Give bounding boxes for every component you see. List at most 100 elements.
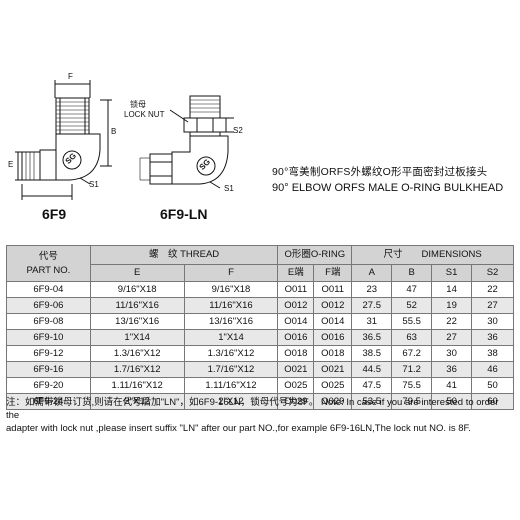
table-cell-of: O012 bbox=[313, 297, 353, 314]
header-oring: O形圈O-RING bbox=[277, 245, 353, 265]
table-cell-oe: O011 bbox=[277, 281, 315, 298]
sg-logo-left bbox=[62, 150, 82, 170]
table-cell-s2: 22 bbox=[471, 281, 514, 298]
locknut-cn-label: 锁母 bbox=[130, 100, 146, 109]
order-note-line-2: adapter with lock nut ,please insert suf… bbox=[6, 423, 471, 434]
table-cell-oe: O029 bbox=[277, 393, 315, 410]
header-thread: 螺 纹 THREAD bbox=[89, 245, 279, 265]
order-note: 注：如需带锁母订货,则请在代号后加"LN"，如6F9-16LN，锁母代号为8F。… bbox=[6, 396, 514, 435]
table-cell-e: 2"X12 bbox=[89, 393, 185, 410]
header-s2: S2 bbox=[471, 264, 514, 282]
header-e-end: E端 bbox=[277, 264, 315, 282]
drawing-label-6f9: 6F9 bbox=[42, 206, 67, 222]
table-cell-part: 6F9-12 bbox=[6, 345, 91, 362]
header-part-no-en: PART NO. bbox=[26, 264, 71, 276]
table-cell-s2: 46 bbox=[471, 361, 514, 378]
title-english: 90° ELBOW ORFS MALE O-RING BULKHEAD bbox=[272, 182, 504, 194]
table-cell-s2: 50 bbox=[471, 377, 514, 394]
table-cell-oe: O014 bbox=[277, 313, 315, 330]
table-cell-part: 6F9-16 bbox=[6, 361, 91, 378]
table-cell-e: 13/16"X16 bbox=[89, 313, 185, 330]
fitting-drawings bbox=[15, 80, 234, 200]
elbow-drawing-6f9-ln bbox=[139, 95, 234, 189]
header-s1: S1 bbox=[431, 264, 473, 282]
dim-e-label: E bbox=[8, 160, 14, 169]
table-cell-of: O018 bbox=[313, 345, 353, 362]
header-dimensions: 尺寸 DIMENSIONS bbox=[351, 245, 514, 265]
table-cell-e: 1.3/16"X12 bbox=[89, 345, 185, 362]
table-cell-oe: O021 bbox=[277, 361, 315, 378]
drawing-label-6f9-ln: 6F9-LN bbox=[160, 206, 208, 222]
table-cell-f: 1.7/16"X12 bbox=[183, 361, 279, 378]
table-cell-b: 63 bbox=[391, 329, 433, 346]
table-cell-part: 6F9-24 bbox=[6, 393, 91, 410]
table-cell-s1: 30 bbox=[431, 345, 473, 362]
table-cell-s1: 22 bbox=[431, 313, 473, 330]
table-cell-s2: 36 bbox=[471, 329, 514, 346]
table-cell-part: 6F9-06 bbox=[6, 297, 91, 314]
dim-s1-left-label: S1 bbox=[89, 180, 99, 189]
table-cell-s1: 27 bbox=[431, 329, 473, 346]
table-cell-of: O021 bbox=[313, 361, 353, 378]
table-cell-of: O016 bbox=[313, 329, 353, 346]
table-cell-part: 6F9-08 bbox=[6, 313, 91, 330]
table-cell-e: 9/16"X18 bbox=[89, 281, 185, 298]
table-header-row-2: E F E端 F端 A B S1 S2 bbox=[7, 264, 514, 282]
table-cell-f: 1.11/16"X12 bbox=[183, 377, 279, 394]
table-cell-s1: 41 bbox=[431, 377, 473, 394]
table-cell-of: O011 bbox=[313, 281, 353, 298]
table-cell-a: 44.5 bbox=[351, 361, 393, 378]
table-cell-part: 6F9-10 bbox=[6, 329, 91, 346]
table-cell-s1: 14 bbox=[431, 281, 473, 298]
table-cell-b: 67.2 bbox=[391, 345, 433, 362]
table-cell-e: 1"X14 bbox=[89, 329, 185, 346]
table-cell-a: 23 bbox=[351, 281, 393, 298]
table-cell-a: 31 bbox=[351, 313, 393, 330]
table-cell-s2: 30 bbox=[471, 313, 514, 330]
table-cell-of: O014 bbox=[313, 313, 353, 330]
table-cell-e: 11/16"X16 bbox=[89, 297, 185, 314]
table-cell-oe: O018 bbox=[277, 345, 315, 362]
table-cell-oe: O016 bbox=[277, 329, 315, 346]
table-cell-b: 52 bbox=[391, 297, 433, 314]
header-f: F bbox=[183, 264, 279, 282]
table-cell-oe: O012 bbox=[277, 297, 315, 314]
table-cell-e: 1.11/16"X12 bbox=[89, 377, 185, 394]
table-cell-part: 6F9-04 bbox=[6, 281, 91, 298]
table-cell-b: 79.5 bbox=[391, 393, 433, 410]
table-cell-oe: O025 bbox=[277, 377, 315, 394]
order-note-line-1: 注：如需带锁母订货,则请在代号后加"LN"，如6F9-16LN，锁母代号为8F。… bbox=[6, 397, 499, 421]
table-cell-e: 1.7/16"X12 bbox=[89, 361, 185, 378]
table-cell-f: 9/16"X18 bbox=[183, 281, 279, 298]
table-cell-f: 1"X14 bbox=[183, 329, 279, 346]
dim-s2-label: S2 bbox=[233, 126, 243, 135]
table-cell-b: 55.5 bbox=[391, 313, 433, 330]
header-b: B bbox=[391, 264, 433, 282]
header-f-end: F端 bbox=[313, 264, 353, 282]
sg-logo-right bbox=[196, 156, 216, 176]
table-cell-part: 6F9-20 bbox=[6, 377, 91, 394]
dim-s1-right-label: S1 bbox=[224, 184, 234, 193]
table-cell-f: 13/16"X16 bbox=[183, 313, 279, 330]
table-cell-a: 53.5 bbox=[351, 393, 393, 410]
table-header-row-1: 代号 PART NO. 螺 纹 THREAD O形圈O-RING 尺寸 DIME… bbox=[6, 245, 514, 282]
header-part-no: 代号 PART NO. bbox=[6, 245, 91, 282]
table-cell-s1: 50 bbox=[431, 393, 473, 410]
dim-b-label: B bbox=[111, 127, 117, 136]
locknut-en-label: LOCK NUT bbox=[124, 110, 165, 119]
table-cell-s1: 36 bbox=[431, 361, 473, 378]
table-cell-a: 36.5 bbox=[351, 329, 393, 346]
table-cell-f: 11/16"X16 bbox=[183, 297, 279, 314]
table-cell-s2: 27 bbox=[471, 297, 514, 314]
header-a: A bbox=[351, 264, 393, 282]
table-cell-f: 1.3/16"X12 bbox=[183, 345, 279, 362]
dim-f-label: F bbox=[68, 72, 73, 81]
table-cell-a: 38.5 bbox=[351, 345, 393, 362]
